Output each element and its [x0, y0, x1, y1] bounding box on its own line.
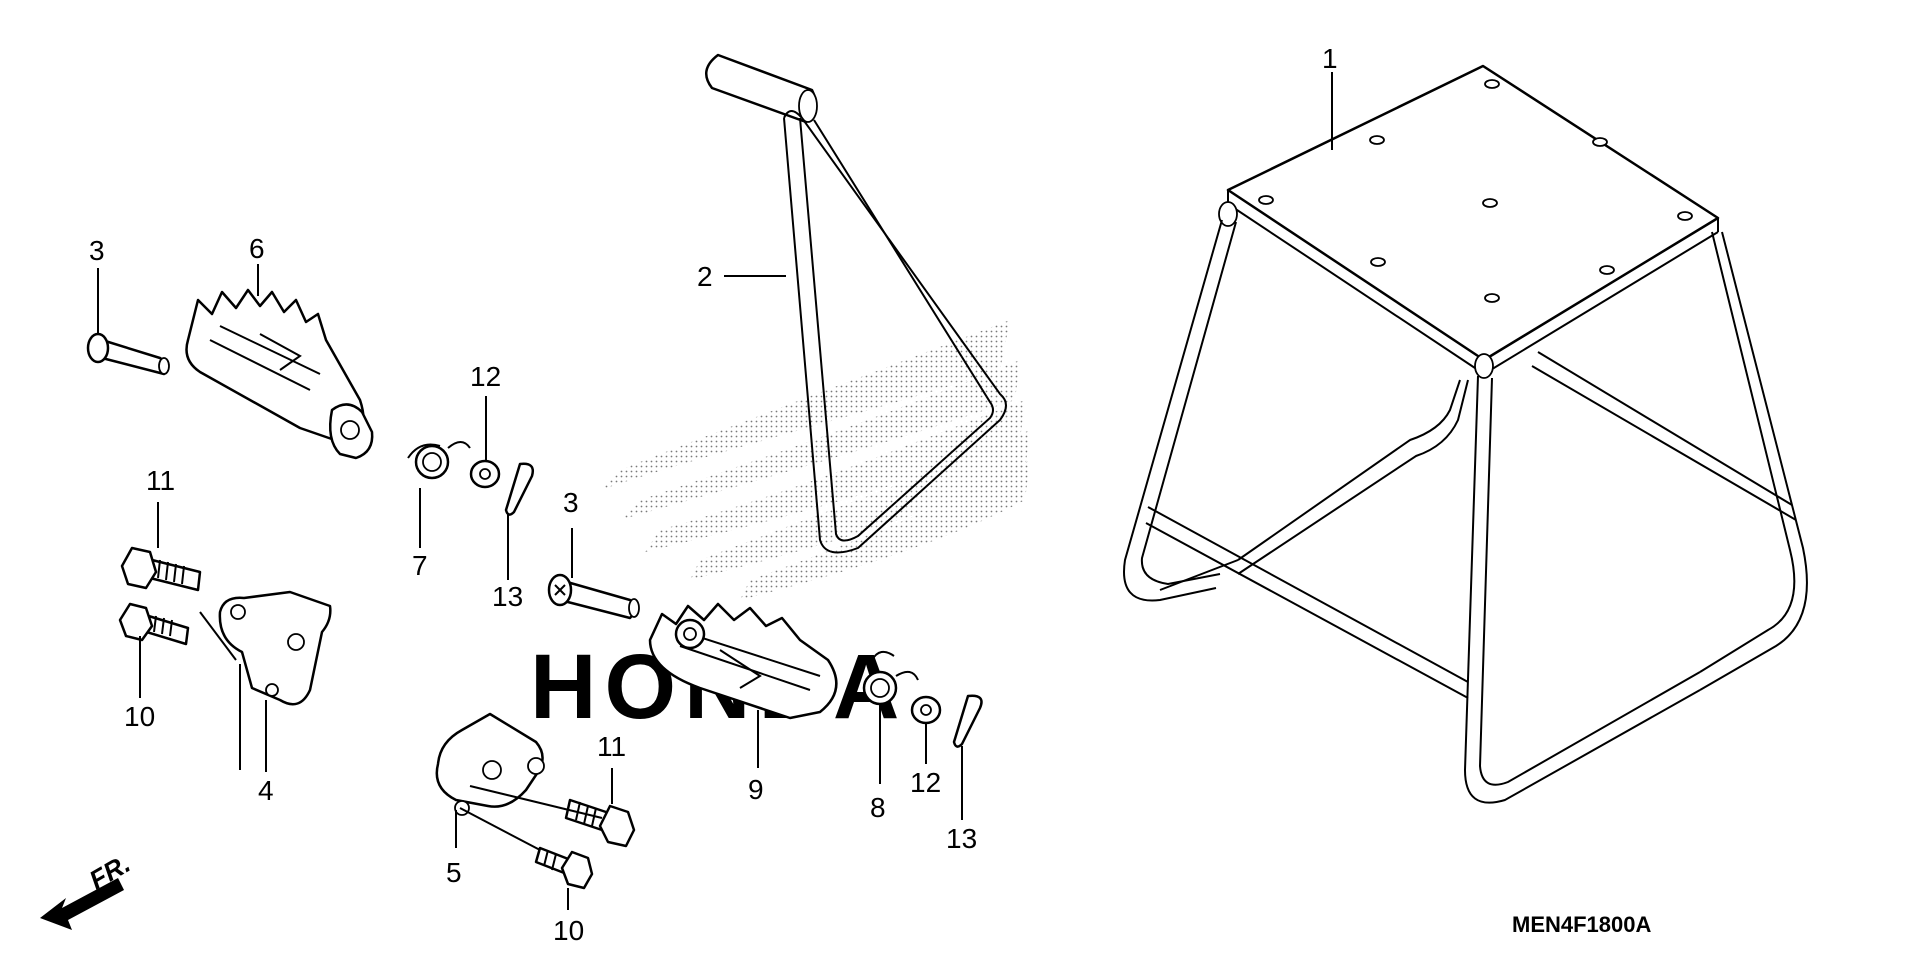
- callout-10-lower: 10: [553, 915, 584, 946]
- bolt-11-left-part: [120, 546, 202, 592]
- bolt-10-lower-part: [534, 846, 594, 890]
- callout-11-lower: 11: [597, 731, 626, 762]
- right-footpeg-part: [648, 602, 838, 720]
- callout-3-center: 3: [563, 487, 579, 518]
- callout-9: 9: [748, 774, 764, 805]
- bolt-10-left-part: [118, 602, 190, 646]
- callout-10-left: 10: [124, 701, 155, 732]
- cotter-pin-13-lower-part: [952, 694, 983, 748]
- pin-3-center-part: [547, 573, 640, 620]
- bracket-5-part: [435, 712, 545, 816]
- callout-5: 5: [446, 857, 462, 888]
- callout-12-lower: 12: [910, 767, 941, 798]
- bracket-4-part: [218, 590, 332, 706]
- callout-13-upper: 13: [492, 581, 523, 612]
- stand-box-part: [1123, 64, 1808, 804]
- callout-3-left: 3: [89, 235, 105, 266]
- pin-3-left-part: [86, 332, 170, 376]
- callout-13-lower: 13: [946, 823, 977, 854]
- honda-wing-watermark: [600, 320, 1030, 600]
- callout-11-left: 11: [146, 465, 175, 496]
- front-label: FR.: [84, 848, 135, 895]
- callout-12-upper: 12: [470, 361, 501, 392]
- callout-7: 7: [412, 550, 428, 581]
- leader-lines: [97, 72, 1333, 910]
- callout-6: 6: [249, 233, 265, 264]
- front-arrow-icon: [40, 878, 124, 930]
- cotter-pin-13-upper-part: [504, 462, 534, 516]
- washer-12-lower-part: [910, 695, 942, 725]
- front-direction-indicator: FR.: [40, 848, 135, 930]
- callout-8: 8: [870, 792, 886, 823]
- left-footpeg-part: [185, 288, 374, 460]
- spring-8-part: [862, 650, 919, 706]
- callout-1: 1: [1322, 43, 1338, 74]
- spring-7-part: [407, 441, 471, 480]
- callout-labels: 1 2 3 3 4 5 6 7 8 9 10 10 11 11 12 12 13…: [89, 43, 1338, 946]
- washer-12-upper-part: [469, 459, 501, 489]
- callout-2: 2: [697, 261, 713, 292]
- callout-4: 4: [258, 775, 274, 806]
- stand-triangle-part: [705, 53, 1007, 554]
- reference-code: MEN4F1800A: [1512, 912, 1652, 937]
- bolt-11-lower-part: [564, 798, 636, 848]
